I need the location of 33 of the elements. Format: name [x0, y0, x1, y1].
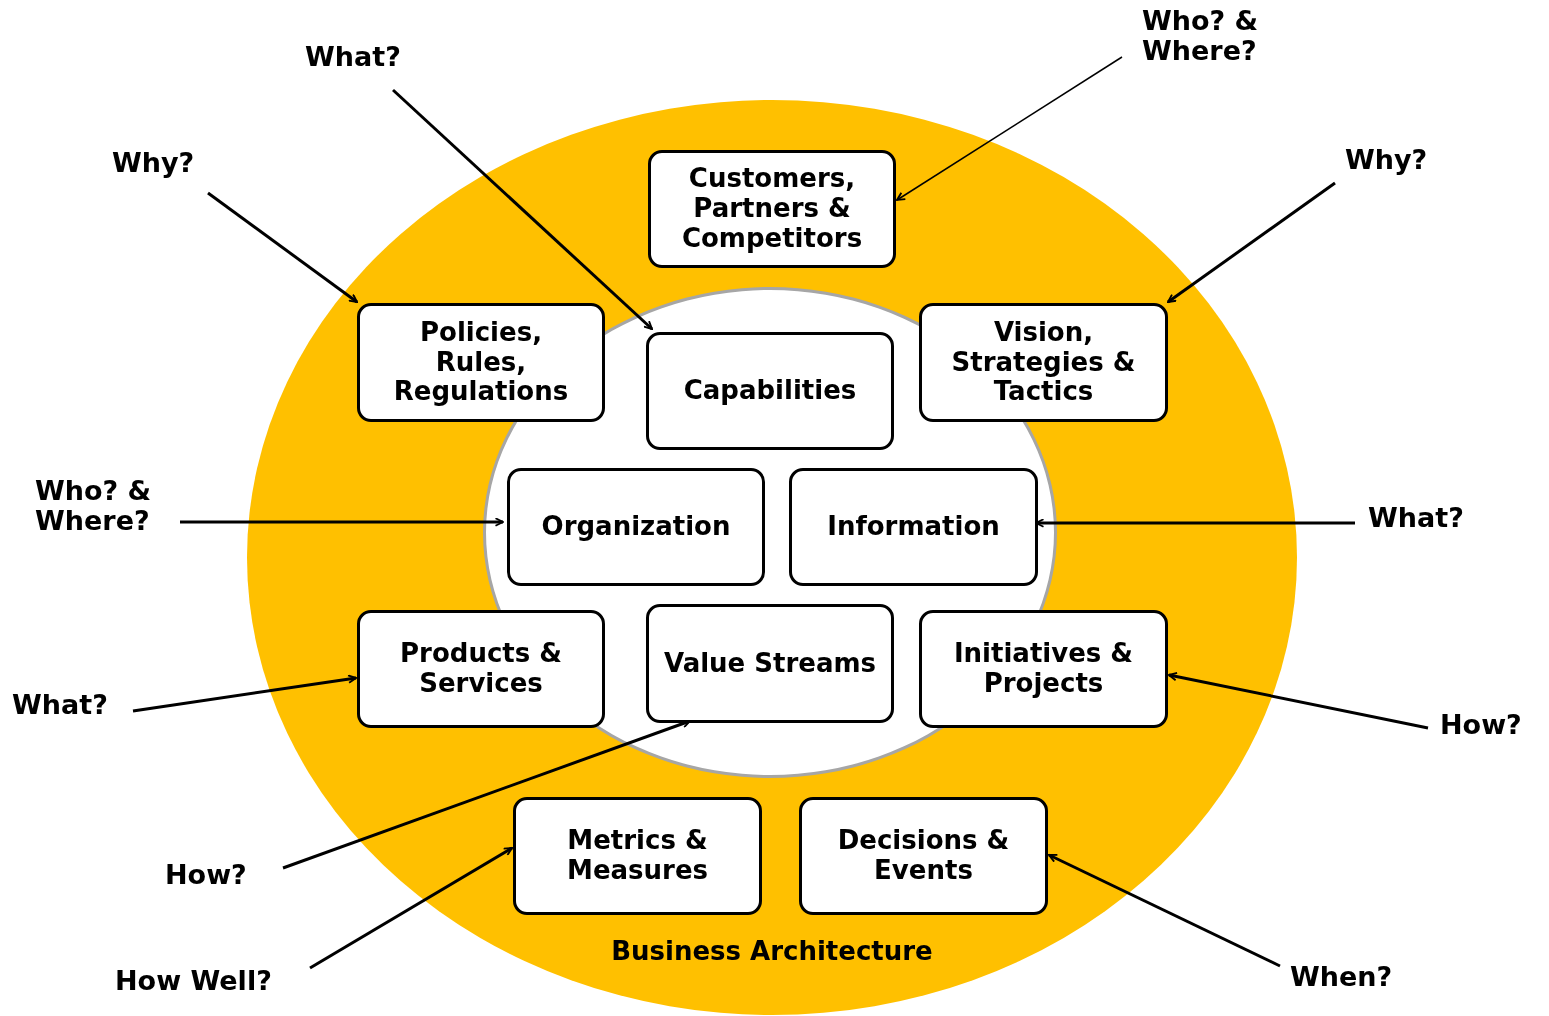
- arrow: [1167, 181, 1336, 304]
- question-label: When?: [1290, 962, 1393, 992]
- rounded-box: Decisions & Events: [799, 797, 1048, 915]
- rounded-box: Metrics & Measures: [513, 797, 762, 915]
- question-label: How Well?: [115, 966, 272, 996]
- rounded-box: Information: [789, 468, 1038, 586]
- question-label: What?: [12, 690, 108, 720]
- question-label: What?: [305, 42, 401, 72]
- arrow: [1168, 671, 1429, 730]
- arrow: [1035, 518, 1355, 528]
- arrow: [392, 88, 653, 331]
- question-label: Why?: [1345, 145, 1428, 175]
- question-label: What?: [1368, 503, 1464, 533]
- rounded-box: Policies, Rules, Regulations: [357, 303, 605, 422]
- arrow: [1048, 853, 1281, 968]
- question-label: How?: [165, 860, 247, 890]
- arrow: [207, 191, 358, 304]
- arrow: [309, 846, 513, 970]
- rounded-box: Initiatives & Projects: [919, 610, 1168, 728]
- rounded-box: Products & Services: [357, 610, 605, 728]
- rounded-box: Customers, Partners & Competitors: [648, 150, 896, 268]
- arrow: [896, 56, 1123, 201]
- rounded-box: Vision, Strategies & Tactics: [919, 303, 1168, 422]
- question-label: Why?: [112, 148, 195, 178]
- question-label: Who? & Where?: [1142, 6, 1292, 66]
- question-label: How?: [1440, 710, 1522, 740]
- rounded-box: Capabilities: [646, 332, 894, 450]
- rounded-box: Organization: [507, 468, 765, 586]
- rounded-box: Value Streams: [646, 604, 894, 723]
- arrow: [132, 674, 357, 713]
- ellipse-label: Business Architecture: [611, 935, 933, 968]
- arrow: [180, 517, 504, 527]
- question-label: Who? & Where?: [35, 476, 180, 536]
